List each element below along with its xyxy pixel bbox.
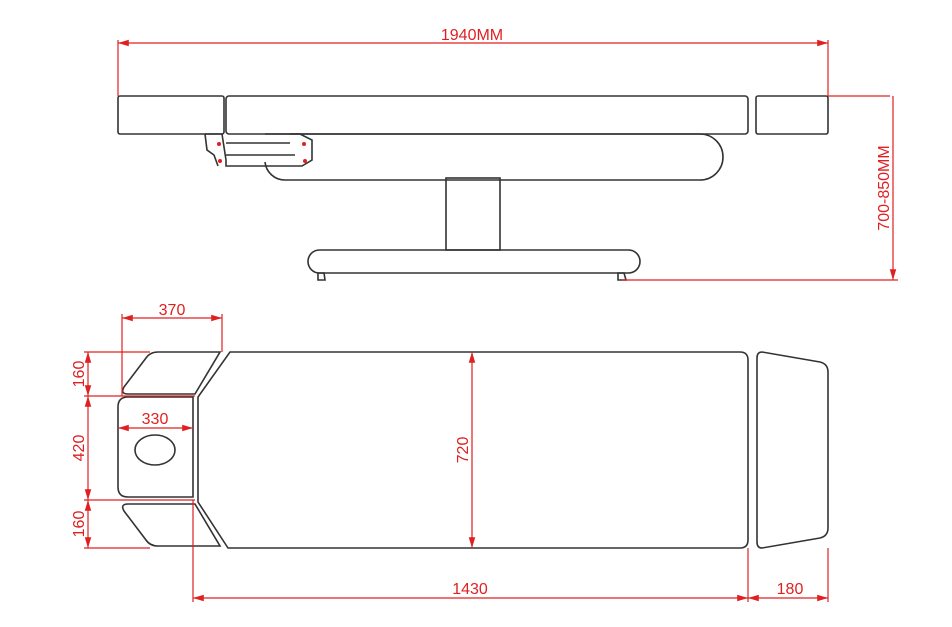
head-upper-cushion [121, 351, 222, 395]
face-hole [134, 434, 176, 466]
head-lower-label: 160 [71, 511, 88, 538]
head-center-label: 420 [71, 435, 88, 462]
side-head-section [117, 95, 225, 135]
overall-length-label: 1940MM [441, 27, 503, 44]
main-cushion [197, 351, 749, 549]
head-upper-label: 160 [71, 361, 88, 388]
height-range-label: 700-850MM [876, 145, 893, 230]
main-length-label: 1430 [452, 581, 488, 598]
head-lower-cushion [121, 503, 222, 547]
side-column [445, 177, 501, 251]
side-view: 1940MM 700-850MM [117, 27, 898, 281]
side-foot-section [755, 95, 829, 135]
head-width-label: 370 [159, 302, 186, 319]
face-cushion-width-label: 330 [142, 411, 169, 428]
face-cushion [117, 396, 194, 498]
foot-length-label: 180 [777, 581, 804, 598]
body-width-label: 720 [455, 437, 472, 464]
top-view: 370 160 420 160 330 720 1430 180 [71, 302, 829, 602]
foot-cushion [756, 351, 829, 549]
side-main-section [225, 95, 749, 135]
side-mechanism [204, 133, 313, 167]
side-base [307, 249, 641, 274]
side-frame-cylinder [264, 133, 724, 181]
side-feet [317, 272, 628, 281]
